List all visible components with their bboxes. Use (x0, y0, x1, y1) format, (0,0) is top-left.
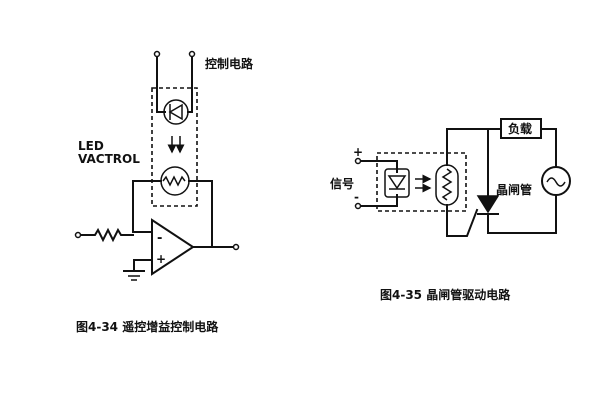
led-label: LED (78, 139, 104, 153)
led-lead-right (187, 56, 193, 113)
ac-source-icon (541, 166, 571, 196)
vactrol-package-box (151, 87, 198, 207)
input-terminal (74, 231, 82, 239)
thyristor-driver-circuit: + - 信号 负载 (330, 118, 571, 302)
right-figure-caption: 图4-35 晶闸管驱动电路 (380, 287, 511, 302)
led-icon (384, 168, 410, 198)
light-arrows-icon (415, 174, 432, 193)
output-terminal (232, 243, 240, 251)
ground-wire (133, 259, 153, 271)
thyristor-label: 晶闸管 (496, 182, 532, 197)
top-wire (446, 128, 502, 166)
feedback-wire-right (188, 180, 234, 248)
left-figure-caption: 图4-34 遥控增益控制电路 (76, 319, 219, 334)
input-resistor-icon (80, 227, 134, 243)
led-icon (163, 99, 189, 125)
optocoupler-box (376, 152, 467, 212)
bottom-right-wire (487, 194, 557, 234)
gate-wire (446, 204, 479, 237)
signal-terminal-bottom (354, 202, 362, 210)
ground-icon (123, 270, 145, 281)
vactrol-label: VACTROL (78, 152, 140, 166)
signal-label: 信号 (330, 176, 354, 191)
signal-minus-sign: - (354, 190, 359, 204)
load-box (500, 118, 542, 139)
signal-terminal-top (354, 157, 362, 165)
control-terminal-left (153, 50, 161, 58)
led-lead-left (156, 56, 166, 113)
signal-plus-sign: + (353, 145, 363, 159)
top-right-wire (540, 128, 557, 168)
photoresistor-icon (435, 164, 459, 206)
thyristor-icon (476, 195, 500, 215)
op-amp-icon (151, 218, 195, 276)
signal-wire-top (360, 160, 398, 173)
control-terminal-right (188, 50, 196, 58)
load-label: 负载 (508, 121, 532, 136)
control-circuit-label: 控制电路 (205, 56, 254, 71)
light-arrows-icon (167, 136, 185, 154)
remote-gain-circuit: 控制电路 LED VACTROL (74, 50, 254, 334)
signal-wire-bottom (360, 194, 398, 207)
feedback-wire-left (132, 180, 162, 233)
photoresistor-icon (160, 166, 190, 196)
op-amp-plus: + (156, 252, 166, 266)
op-amp-minus: - (157, 231, 162, 246)
